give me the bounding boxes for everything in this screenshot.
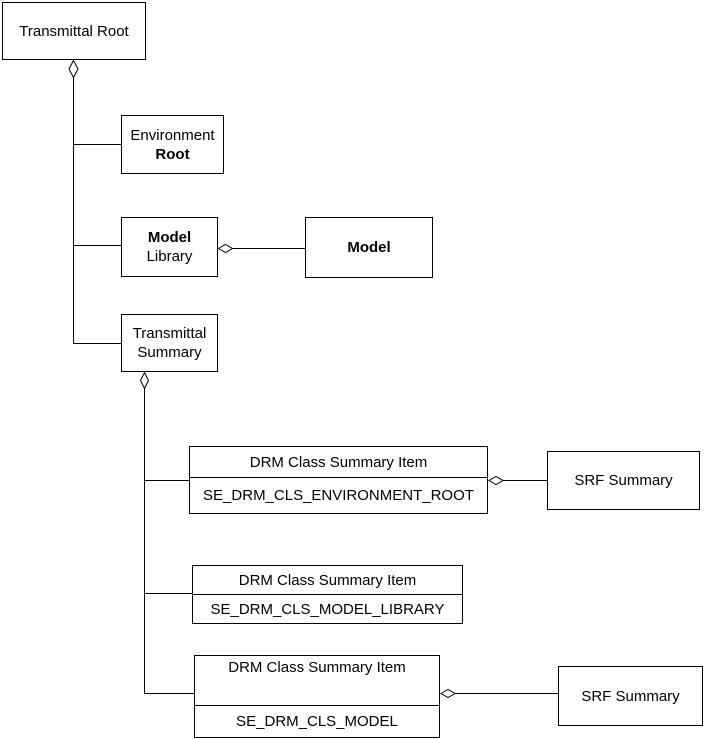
aggregation-diamond-icon bbox=[487, 475, 505, 486]
node-label: SRF Summary bbox=[581, 687, 680, 705]
node-label: Model bbox=[147, 229, 192, 246]
node-srf-summary-2: SRF Summary bbox=[558, 666, 703, 726]
node-drm-class-summary-item-3: DRM Class Summary Item SE_DRM_CLS_MODEL bbox=[194, 655, 440, 738]
node-label: Summary bbox=[137, 344, 202, 361]
aggregation-diamond-icon bbox=[68, 59, 79, 79]
node-header: DRM Class Summary Item bbox=[249, 453, 428, 471]
node-label: Model bbox=[347, 239, 391, 256]
node-value: SE_DRM_CLS_MODEL_LIBRARY bbox=[193, 594, 462, 623]
node-transmittal-summary: Transmittal Summary bbox=[121, 314, 218, 372]
node-label: Transmittal Root bbox=[19, 22, 129, 40]
node-label: Environment bbox=[130, 126, 215, 144]
node-value: SE_DRM_CLS_MODEL bbox=[195, 705, 439, 737]
node-environment-root: Environment Root bbox=[121, 115, 224, 174]
node-transmittal-root: Transmittal Root bbox=[2, 2, 146, 60]
node-srf-summary-1: SRF Summary bbox=[547, 451, 700, 510]
node-header: DRM Class Summary Item bbox=[228, 659, 406, 676]
node-label: Root bbox=[155, 145, 190, 163]
node-header: DRM Class Summary Item bbox=[238, 571, 417, 589]
node-label: Library bbox=[146, 248, 193, 265]
aggregation-diamond-icon bbox=[439, 688, 457, 699]
node-value: SE_DRM_CLS_ENVIRONMENT_ROOT bbox=[190, 477, 487, 513]
node-model-library: Model Library bbox=[121, 217, 218, 277]
aggregation-diamond-icon bbox=[139, 371, 150, 390]
node-model: Model bbox=[305, 217, 433, 278]
aggregation-diamond-icon bbox=[217, 243, 234, 254]
node-label: Transmittal bbox=[132, 325, 207, 342]
node-label: SRF Summary bbox=[574, 472, 673, 489]
node-drm-class-summary-item-2: DRM Class Summary Item SE_DRM_CLS_MODEL_… bbox=[192, 565, 463, 624]
node-drm-class-summary-item-1: DRM Class Summary Item SE_DRM_CLS_ENVIRO… bbox=[189, 446, 488, 514]
